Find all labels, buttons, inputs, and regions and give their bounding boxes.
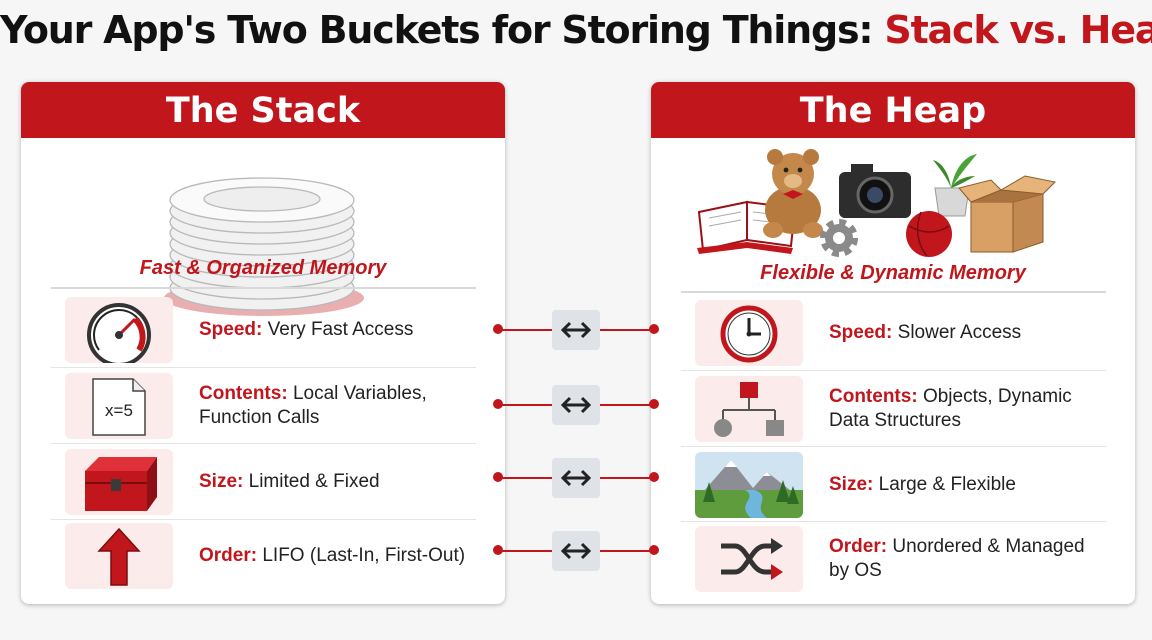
connector-line (600, 550, 653, 552)
row-label: Size: (199, 471, 244, 492)
landscape-icon (695, 452, 803, 518)
heap-speed-text: Speed: Slower Access (829, 295, 1099, 371)
connector-dot (649, 399, 659, 409)
connector-dot (649, 545, 659, 555)
heap-contents-text: Contents: Objects, Dynamic Data Structur… (829, 371, 1099, 447)
clock-icon (695, 300, 803, 366)
heap-divider (681, 291, 1106, 293)
row-value: Unordered & Managed by OS (829, 536, 1085, 581)
heap-objects-illustration (697, 149, 1057, 257)
connector-dot (493, 324, 503, 334)
stack-row-speed: Speed: Very Fast Access (51, 292, 476, 368)
double-arrow-icon (560, 396, 592, 414)
heap-row-order: Order: Unordered & Managed by OS (681, 521, 1106, 597)
connector-dot (493, 399, 503, 409)
stack-divider (51, 287, 476, 289)
heap-heading: The Heap (651, 82, 1135, 138)
row-label: Order: (829, 536, 888, 557)
heap-order-text: Order: Unordered & Managed by OS (829, 521, 1099, 597)
row-label: Order: (199, 545, 258, 566)
page-title: Your App's Two Buckets for Storing Thing… (0, 8, 1152, 52)
double-arrow-icon (560, 542, 592, 560)
row-divider (51, 443, 476, 444)
connector-size (491, 458, 661, 498)
row-label: Contents: (829, 386, 918, 407)
stack-order-text: Order: LIFO (Last-In, First-Out) (199, 518, 469, 594)
compare-button-size[interactable] (552, 458, 600, 498)
plant-icon (933, 154, 977, 217)
plates-illustration (164, 177, 364, 316)
row-value: Limited & Fixed (248, 471, 380, 492)
up-arrow-icon (65, 523, 173, 589)
heap-row-size: Size: Large & Flexible (681, 447, 1106, 523)
camera-icon (839, 164, 911, 218)
double-arrow-icon (560, 469, 592, 487)
heap-subtitle: Flexible & Dynamic Memory (760, 262, 1026, 284)
title-main: Your App's Two Buckets for Storing Thing… (0, 8, 885, 52)
row-value: LIFO (Last-In, First-Out) (262, 545, 466, 566)
row-value: Objects, Dynamic Data Structures (829, 386, 1072, 431)
connector-order (491, 531, 661, 571)
title-accent: Stack vs. Heap (884, 8, 1152, 52)
connector-dot (493, 545, 503, 555)
row-divider (51, 367, 476, 368)
row-label: Contents: (199, 383, 288, 404)
connector-line (600, 329, 653, 331)
speedometer-icon (65, 297, 173, 363)
stack-row-order: Order: LIFO (Last-In, First-Out) (51, 518, 476, 594)
connector-line (499, 404, 552, 406)
stack-row-contents: x=5 Contents: Local Variables, Function … (51, 368, 476, 444)
connector-dot (649, 472, 659, 482)
row-value: Local Variables, Function Calls (199, 383, 427, 428)
ball-icon (906, 211, 952, 257)
row-value: Large & Flexible (878, 474, 1016, 495)
teddy-bear-icon (763, 149, 823, 238)
connector-line (499, 477, 552, 479)
row-divider (681, 446, 1106, 447)
connector-speed (491, 310, 661, 350)
row-value: Slower Access (897, 322, 1022, 343)
stack-speed-text: Speed: Very Fast Access (199, 292, 469, 368)
row-value: Very Fast Access (267, 319, 414, 340)
compare-button-contents[interactable] (552, 385, 600, 425)
double-arrow-icon (560, 321, 592, 339)
connector-contents (491, 385, 661, 425)
connector-line (600, 404, 653, 406)
gear-icon (820, 219, 858, 257)
connector-line (499, 550, 552, 552)
stack-size-text: Size: Limited & Fixed (199, 444, 469, 520)
heap-row-speed: Speed: Slower Access (681, 295, 1106, 371)
heap-panel: The Heap (651, 82, 1135, 604)
connector-line (499, 329, 552, 331)
connector-dot (493, 472, 503, 482)
row-divider (51, 519, 476, 520)
row-divider (681, 370, 1106, 371)
connector-dot (649, 324, 659, 334)
box-icon (958, 175, 1057, 253)
heap-row-contents: Contents: Objects, Dynamic Data Structur… (681, 371, 1106, 447)
stack-subtitle: Fast & Organized Memory (139, 257, 387, 279)
stack-panel: The Stack Fast & Organized Memory (21, 82, 505, 604)
connector-line (600, 477, 653, 479)
shuffle-icon (695, 526, 803, 592)
heap-size-text: Size: Large & Flexible (829, 447, 1099, 523)
row-divider (681, 521, 1106, 522)
stack-contents-text: Contents: Local Variables, Function Call… (199, 368, 469, 444)
row-label: Size: (829, 474, 874, 495)
compare-button-order[interactable] (552, 531, 600, 571)
stack-heading: The Stack (21, 82, 505, 138)
row-label: Speed: (829, 322, 893, 343)
row-label: Speed: (199, 319, 263, 340)
compare-button-speed[interactable] (552, 310, 600, 350)
file-icon-text: x=5 (105, 401, 133, 420)
stack-row-size: Size: Limited & Fixed (51, 444, 476, 520)
file-icon: x=5 (65, 373, 173, 439)
chest-icon (65, 449, 173, 515)
tree-diagram-icon (695, 376, 803, 442)
